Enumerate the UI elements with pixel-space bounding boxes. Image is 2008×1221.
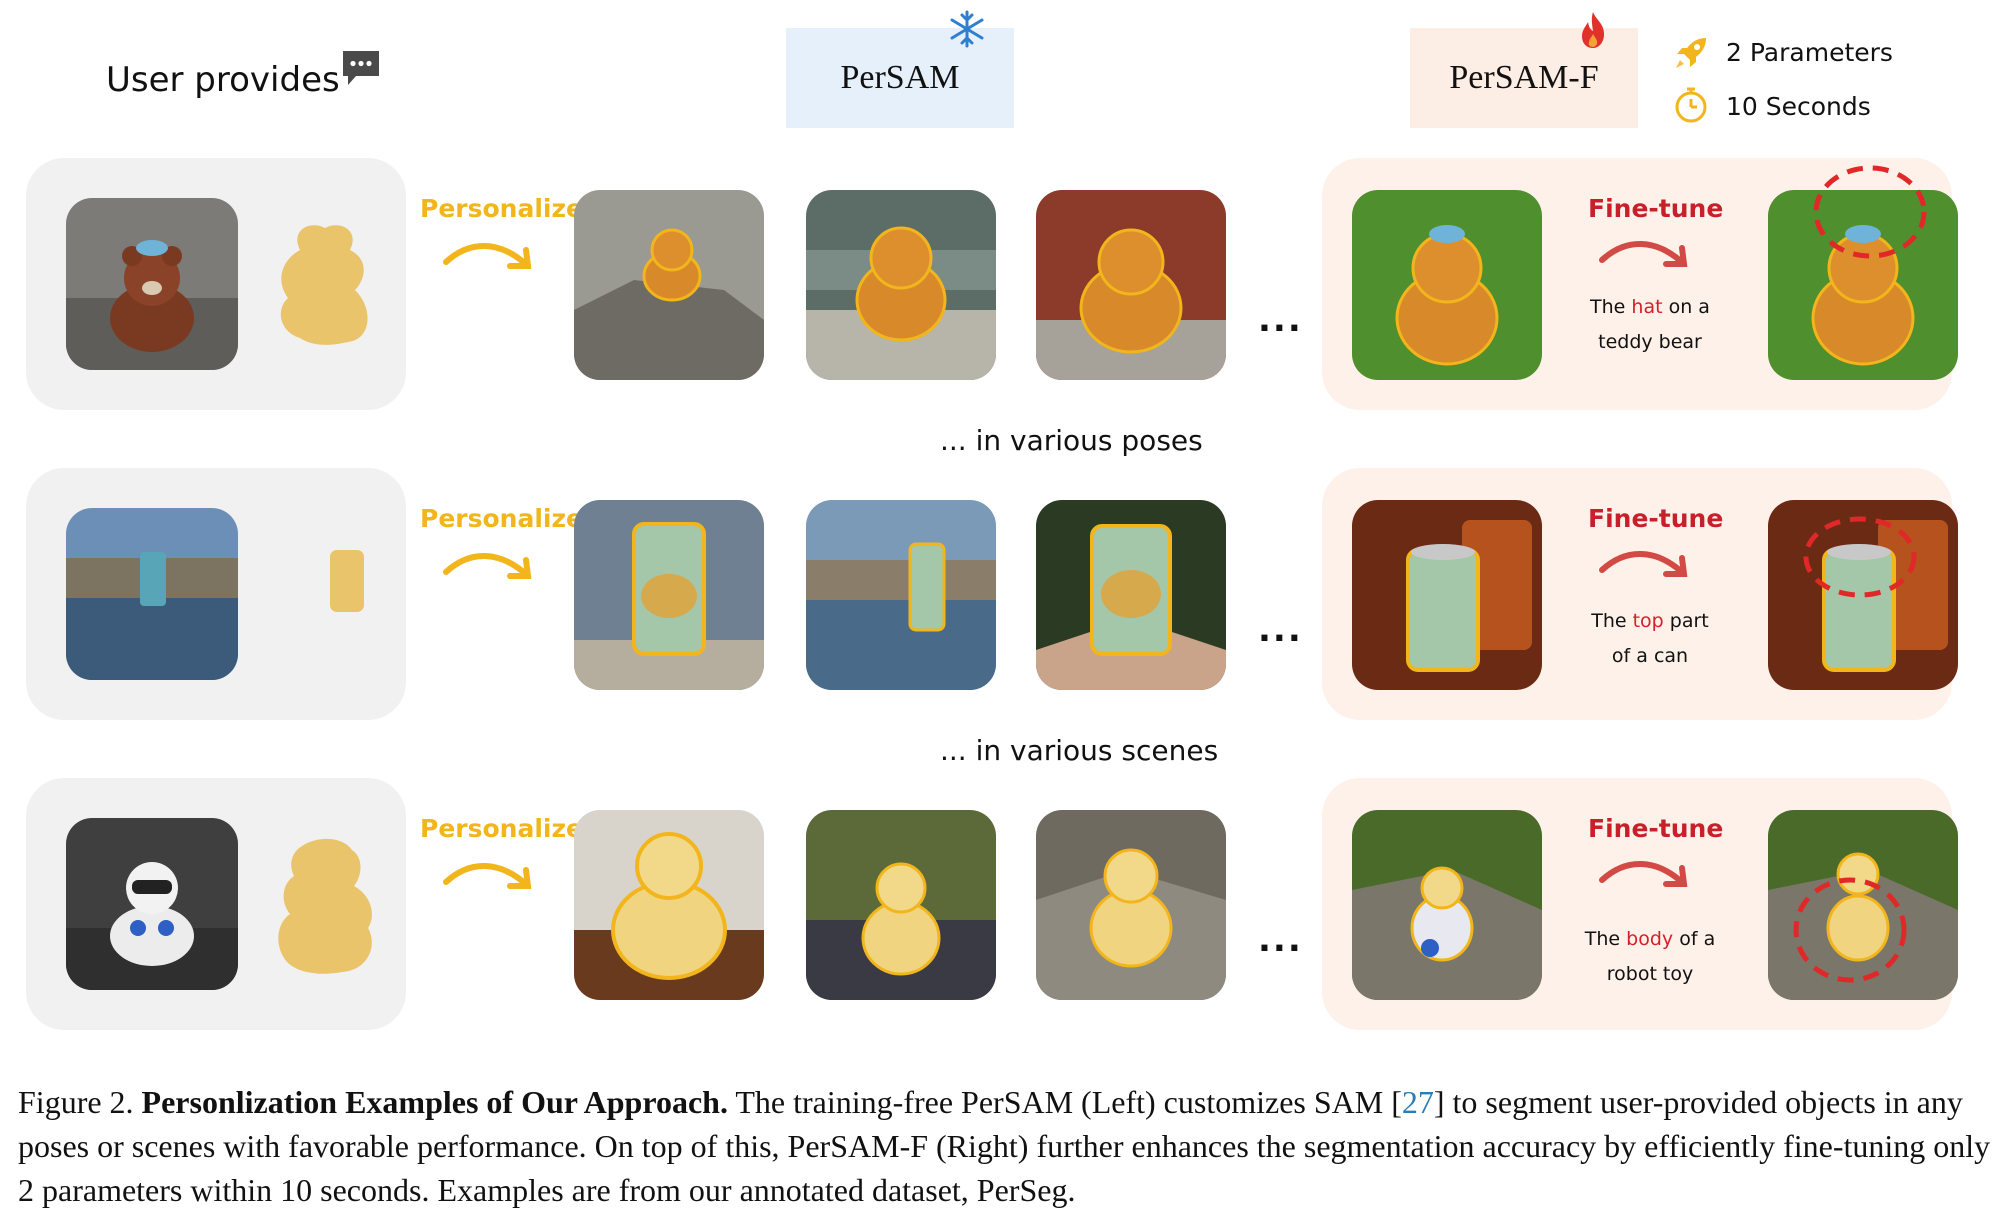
separator-poses: ... in various poses bbox=[940, 424, 1203, 457]
finetune-label-can: Fine-tune bbox=[1588, 504, 1724, 533]
finetune-arrow-can bbox=[1596, 540, 1696, 590]
persam-result-bear-3 bbox=[1036, 190, 1226, 380]
finetune-label-bear: Fine-tune bbox=[1588, 194, 1724, 223]
flame-icon bbox=[1578, 10, 1608, 50]
persam-header: PerSAM bbox=[786, 28, 1014, 128]
persam-result-can-1 bbox=[574, 500, 764, 690]
personalize-arrow-can bbox=[440, 542, 540, 592]
separator-scenes: ... in various scenes bbox=[940, 734, 1219, 767]
mask-silhouette-robot bbox=[272, 836, 380, 976]
finetune-arrow-bear bbox=[1596, 230, 1696, 280]
red-dashed-circle-can bbox=[1800, 512, 1920, 602]
persam-f-result-bear bbox=[1768, 190, 1958, 380]
persam-f-result-robot bbox=[1768, 810, 1958, 1000]
persam-result-bear-1 bbox=[574, 190, 764, 380]
citation-link[interactable]: 27 bbox=[1401, 1084, 1434, 1120]
red-dashed-circle-bear bbox=[1810, 162, 1930, 262]
persam-f-result-can bbox=[1768, 500, 1958, 690]
personalize-label-bear: Personalize bbox=[420, 194, 583, 223]
finetune-arrow-robot bbox=[1596, 850, 1696, 900]
persam-result-robot-3 bbox=[1036, 810, 1226, 1000]
red-dashed-circle-robot bbox=[1790, 872, 1910, 988]
stat-time: 10 Seconds bbox=[1726, 92, 1871, 121]
rocket-icon bbox=[1672, 34, 1710, 72]
personalize-arrow-robot bbox=[440, 852, 540, 902]
finetune-label-robot: Fine-tune bbox=[1588, 814, 1724, 843]
persam-result-robot-1 bbox=[574, 810, 764, 1000]
persam-result-can-3 bbox=[1036, 500, 1226, 690]
personalize-label-robot: Personalize bbox=[420, 814, 583, 843]
figure-caption: Figure 2. Personlization Examples of Our… bbox=[18, 1084, 1991, 1208]
personalize-label-can: Personalize bbox=[420, 504, 583, 533]
stopwatch-icon bbox=[1672, 86, 1710, 124]
mask-silhouette-bear bbox=[270, 220, 380, 350]
persam-f-input-bear bbox=[1352, 190, 1542, 380]
chat-icon bbox=[340, 48, 382, 88]
persam-title: PerSAM bbox=[840, 59, 960, 96]
ellipsis-bear: ... bbox=[1258, 300, 1303, 340]
mask-silhouette-can bbox=[328, 548, 366, 614]
persam-result-robot-2 bbox=[806, 810, 996, 1000]
persam-f-title: PerSAM-F bbox=[1449, 59, 1599, 96]
user-provides-label: User provides bbox=[106, 60, 340, 100]
ellipsis-can: ... bbox=[1258, 610, 1303, 650]
reference-image-robot bbox=[66, 818, 238, 990]
personalize-arrow-bear bbox=[440, 232, 540, 282]
persam-f-input-can bbox=[1352, 500, 1542, 690]
persam-result-can-2 bbox=[806, 500, 996, 690]
reference-image-can bbox=[66, 508, 238, 680]
persam-f-input-robot bbox=[1352, 810, 1542, 1000]
snowflake-icon bbox=[948, 10, 986, 48]
reference-image-bear bbox=[66, 198, 238, 370]
persam-result-bear-2 bbox=[806, 190, 996, 380]
stat-parameters: 2 Parameters bbox=[1726, 38, 1893, 67]
ellipsis-robot: ... bbox=[1258, 920, 1303, 960]
